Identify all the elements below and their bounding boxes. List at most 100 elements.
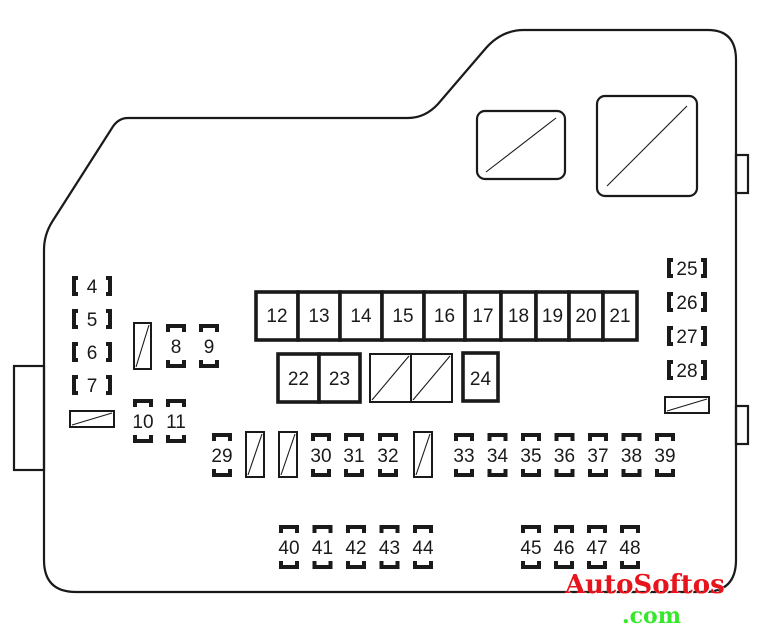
fuse-29[interactable]: 29 <box>211 433 233 477</box>
spare-slot-vertical-2 <box>245 431 265 478</box>
relay-14[interactable]: 14 <box>338 290 384 342</box>
bracket-top <box>620 525 640 533</box>
relay-23[interactable]: 23 <box>317 352 362 404</box>
large-relay-right <box>595 94 699 198</box>
fuse-number: 44 <box>412 538 434 559</box>
relay-15[interactable]: 15 <box>380 290 426 342</box>
fuse-8[interactable]: 8 <box>166 324 186 368</box>
relay-12[interactable]: 12 <box>254 290 300 342</box>
fuse-number: 34 <box>487 446 509 467</box>
fuse-9[interactable]: 9 <box>199 324 219 368</box>
fuse-41[interactable]: 41 <box>312 525 333 569</box>
fuse-32[interactable]: 32 <box>377 433 399 477</box>
fuse-number: 6 <box>87 343 98 364</box>
bracket-bottom <box>554 469 575 477</box>
fuse-number: 41 <box>312 538 333 559</box>
fuse-34[interactable]: 34 <box>487 433 509 477</box>
fuse-number: 25 <box>676 259 697 280</box>
relay-13[interactable]: 13 <box>296 290 342 342</box>
fuse-number: 29 <box>211 446 232 467</box>
fuse-40[interactable]: 40 <box>278 525 300 569</box>
fuse-27[interactable]: 27 <box>667 326 707 348</box>
relay-number: 18 <box>508 306 529 327</box>
fuse-6[interactable]: 6 <box>72 342 112 364</box>
fuse-42[interactable]: 42 <box>345 525 367 569</box>
relay-16[interactable]: 16 <box>422 290 467 342</box>
relay-number: 22 <box>288 369 309 390</box>
relay-17[interactable]: 17 <box>463 290 503 342</box>
bracket-right <box>701 292 707 312</box>
bracket-top <box>521 433 541 441</box>
fuse-7[interactable]: 7 <box>72 375 112 397</box>
fuse-33[interactable]: 33 <box>453 433 475 477</box>
bracket-bottom <box>413 561 433 569</box>
fuse-37[interactable]: 37 <box>587 433 609 477</box>
bracket-left <box>72 342 78 362</box>
fuse-36[interactable]: 36 <box>554 433 575 477</box>
bracket-bottom <box>344 469 364 477</box>
spare-slot-vertical-4 <box>413 431 433 478</box>
bracket-right <box>701 326 707 346</box>
fuse-48[interactable]: 48 <box>619 525 641 569</box>
bracket-top <box>166 399 186 407</box>
spare-slot-right <box>664 396 710 414</box>
bracket-top <box>346 525 366 533</box>
relay-19[interactable]: 19 <box>534 290 571 342</box>
fuse-number: 48 <box>619 538 640 559</box>
spare-slot-left <box>69 410 115 428</box>
fuse-38[interactable]: 38 <box>621 433 642 477</box>
relay-number: 17 <box>472 306 493 327</box>
fuse-number: 47 <box>586 538 607 559</box>
fuse-number: 9 <box>204 337 215 358</box>
fuse-35[interactable]: 35 <box>520 433 542 477</box>
bracket-right <box>106 309 112 329</box>
fuse-47[interactable]: 47 <box>586 525 608 569</box>
fuse-4[interactable]: 4 <box>72 276 112 298</box>
fuse-45[interactable]: 45 <box>520 525 542 569</box>
relay-number: 14 <box>350 306 372 327</box>
relay-22[interactable]: 22 <box>276 352 321 404</box>
relay-number: 12 <box>266 306 287 327</box>
relay-18[interactable]: 18 <box>499 290 538 342</box>
bracket-top <box>133 399 153 407</box>
relay-20[interactable]: 20 <box>567 290 605 342</box>
relay-21[interactable]: 21 <box>601 290 639 342</box>
fuse-number: 40 <box>278 538 299 559</box>
bracket-bottom <box>454 469 474 477</box>
fuse-5[interactable]: 5 <box>72 309 112 331</box>
fuse-25[interactable]: 25 <box>667 258 707 280</box>
fuse-number: 31 <box>343 446 364 467</box>
fuse-26[interactable]: 26 <box>667 292 707 314</box>
watermark-suffix: .com <box>622 603 682 629</box>
fuse-box-outline <box>42 28 738 594</box>
bracket-top <box>166 324 186 332</box>
fuse-10[interactable]: 10 <box>132 399 154 443</box>
bracket-bottom <box>133 435 153 443</box>
fuse-43[interactable]: 43 <box>379 525 400 569</box>
fuse-44[interactable]: 44 <box>412 525 434 569</box>
relay-number: 19 <box>542 306 563 327</box>
fuse-11[interactable]: 11 <box>166 399 186 443</box>
fuse-number: 38 <box>621 446 642 467</box>
fuse-number: 33 <box>453 446 474 467</box>
fuse-number: 35 <box>520 446 541 467</box>
right-mounting-tab-lower <box>734 404 750 446</box>
bracket-top <box>554 525 574 533</box>
bracket-top <box>521 525 541 533</box>
fuse-39[interactable]: 39 <box>654 433 676 477</box>
fuse-46[interactable]: 46 <box>553 525 575 569</box>
relay-24[interactable]: 24 <box>461 351 500 403</box>
bracket-left <box>667 326 673 346</box>
fuse-28[interactable]: 28 <box>667 360 707 382</box>
relay-number: 21 <box>609 306 630 327</box>
fuse-30[interactable]: 30 <box>310 433 332 477</box>
fuse-number: 10 <box>132 412 153 433</box>
bracket-bottom <box>620 561 640 569</box>
bracket-right <box>106 276 112 296</box>
bracket-right <box>106 375 112 395</box>
fuse-number: 32 <box>377 446 398 467</box>
fuse-31[interactable]: 31 <box>343 433 365 477</box>
fuse-number: 39 <box>654 446 675 467</box>
watermark-brand: AutoSoftos <box>565 570 725 600</box>
